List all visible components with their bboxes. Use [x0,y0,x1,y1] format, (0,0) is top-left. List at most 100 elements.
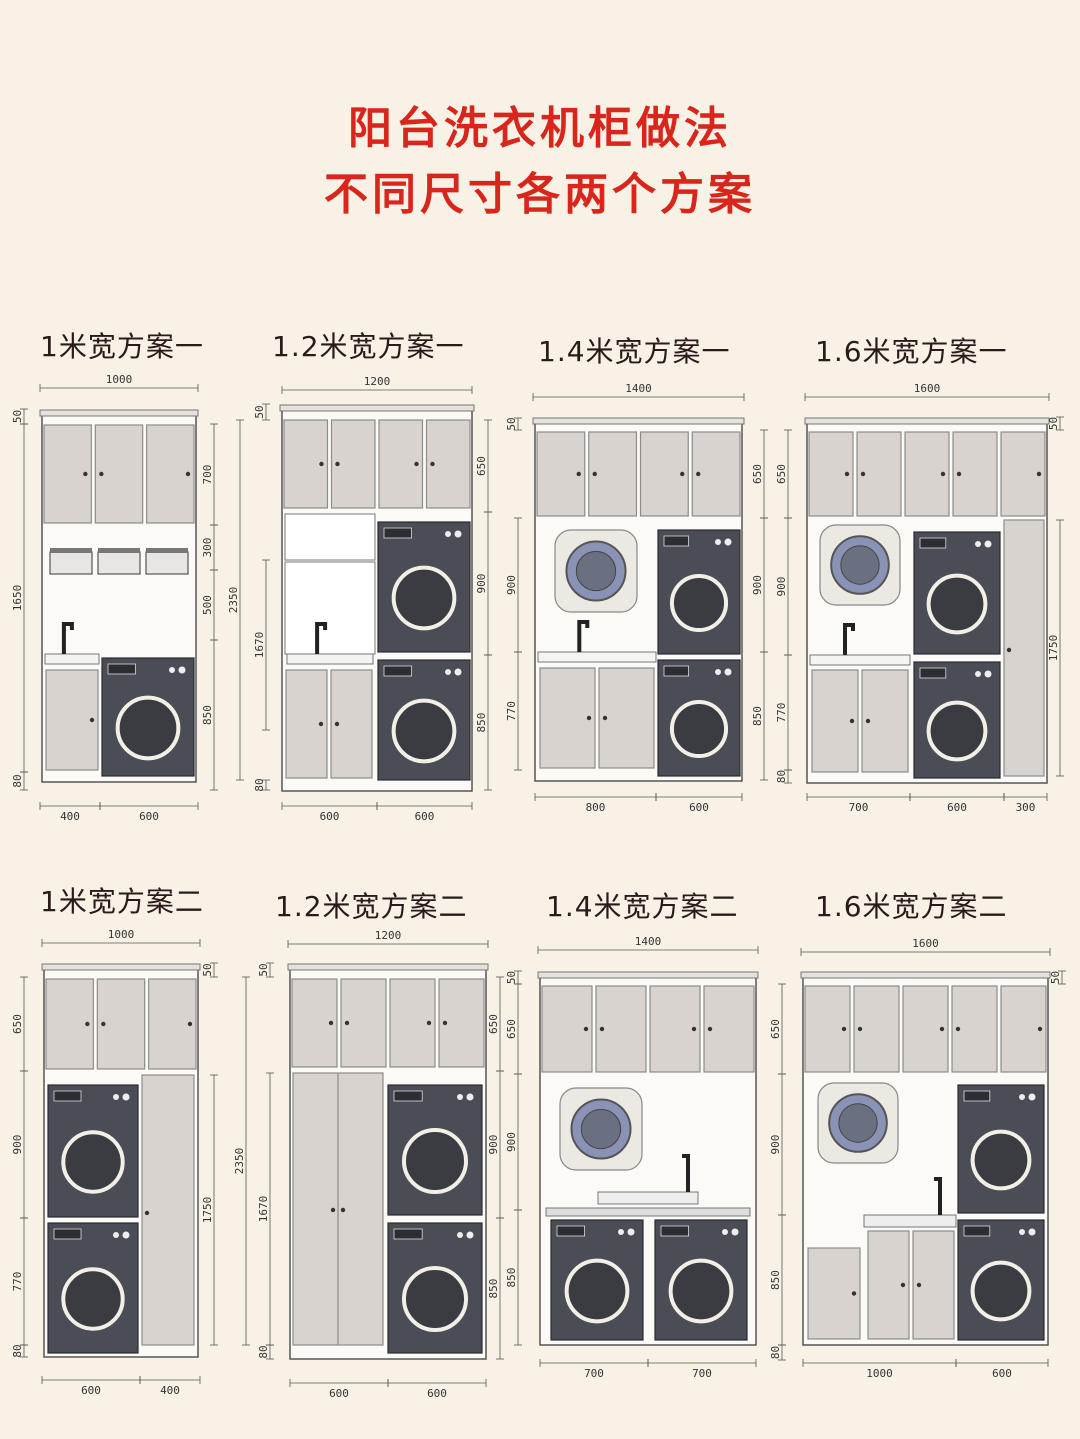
door-knob [318,721,324,727]
door-knob [602,715,608,721]
faucet-icon [934,1177,942,1215]
washer-body [657,529,741,655]
door-knob [576,471,581,477]
cabinet-top [279,404,475,412]
storage-basket [49,551,93,575]
dimension-label: 1750 [1047,635,1060,662]
washer-dial [466,1231,474,1239]
cabinet-door [541,985,593,1073]
dimension-label: 900 [487,1135,500,1155]
washer-dial [1028,1093,1036,1101]
door-knob [1006,647,1012,653]
washer-door [668,1258,734,1324]
dimension-label: 650 [505,1019,518,1039]
washer-button [113,1094,119,1100]
plan-title-1.6m-a: 1.6米宽方案一 [815,335,1008,368]
dimension-label: 650 [769,1019,782,1039]
basket-lid [50,548,92,553]
door-knob [99,471,104,477]
washer-button [445,669,451,675]
washer-dial [724,538,732,546]
washer-button [975,541,981,547]
dimension-label: 500 [201,595,214,615]
dimension-label: 1650 [11,585,24,612]
dimension-label: 850 [769,1270,782,1290]
dimension-label: 900 [475,574,488,594]
dimension-label: 850 [201,705,214,725]
door-knob [592,471,597,477]
door-knob [900,1282,906,1288]
washer-door [391,565,457,631]
dimension-label: 400 [60,810,80,823]
dimension-label: 1600 [912,937,939,950]
door-knob [956,471,962,477]
washer-dial [627,1228,635,1236]
cabinet-door [45,669,99,771]
dimension-label: 1000 [866,1367,893,1380]
door-knob [101,1021,106,1027]
dimension-label: 650 [11,1014,24,1034]
dimension-label: 1600 [914,382,941,395]
washer-button [618,1229,624,1235]
washer-button [445,531,451,537]
washer-dial [454,668,462,676]
sink-counter [44,653,100,665]
washer-dial [984,540,992,548]
washer-door [401,1265,469,1333]
dimension-label: 900 [775,577,788,597]
washer-button [715,539,721,545]
door-knob [586,715,592,721]
washer-door [926,700,988,762]
washer-dial [1028,1228,1036,1236]
faucet-icon [315,622,328,654]
cabinet-door [595,985,647,1073]
dimension-label: 900 [11,1135,24,1155]
cabinet-door [598,667,655,769]
dimension-label: 2350 [227,587,240,614]
basket-lid [98,548,140,553]
dimension-label: 50 [253,405,266,418]
dimension-label: 900 [505,575,518,595]
dimension-label: 1200 [375,929,402,942]
faucet-icon [61,622,74,654]
door-knob [583,1026,589,1032]
plan-title-1.4m-a: 1.4米宽方案一 [538,335,731,368]
dimension-label: 600 [947,801,967,814]
door-knob [328,1020,334,1026]
washer-dial [984,670,992,678]
faucet-icon [577,620,590,652]
door-knob [144,1210,150,1216]
cabinet-top [532,417,745,425]
washer-dial [731,1228,739,1236]
sink-counter [597,1191,699,1205]
dimension-label: 850 [475,713,488,733]
dryer-inner [580,1108,622,1150]
door-knob [599,1026,605,1032]
cabinet-door [691,431,741,517]
washer-panel [393,1228,423,1240]
washer-panel [383,665,413,677]
basket-lid [146,548,188,553]
door-knob [857,1026,863,1032]
dimension-label: 50 [505,417,518,430]
washer-dial [178,666,186,674]
dryer-inner [838,1103,878,1143]
washer-button [1019,1229,1025,1235]
dimension-label: 600 [689,801,709,814]
cabinet-top [287,963,489,971]
door-knob [426,1020,432,1026]
washer-dial [122,1093,130,1101]
washer-dial [466,1093,474,1101]
door-knob [334,721,340,727]
dimension-label: 80 [257,1345,270,1358]
dimension-label: 770 [775,703,788,723]
plan-title-1.2m-b: 1.2米宽方案二 [275,890,468,923]
counter-shelf [545,1207,751,1217]
page-title-line1: 阳台洗衣机柜做法 [348,103,732,154]
dimension-label: 900 [769,1135,782,1155]
plan-title-1.4m-b: 1.4米宽方案二 [546,890,739,923]
